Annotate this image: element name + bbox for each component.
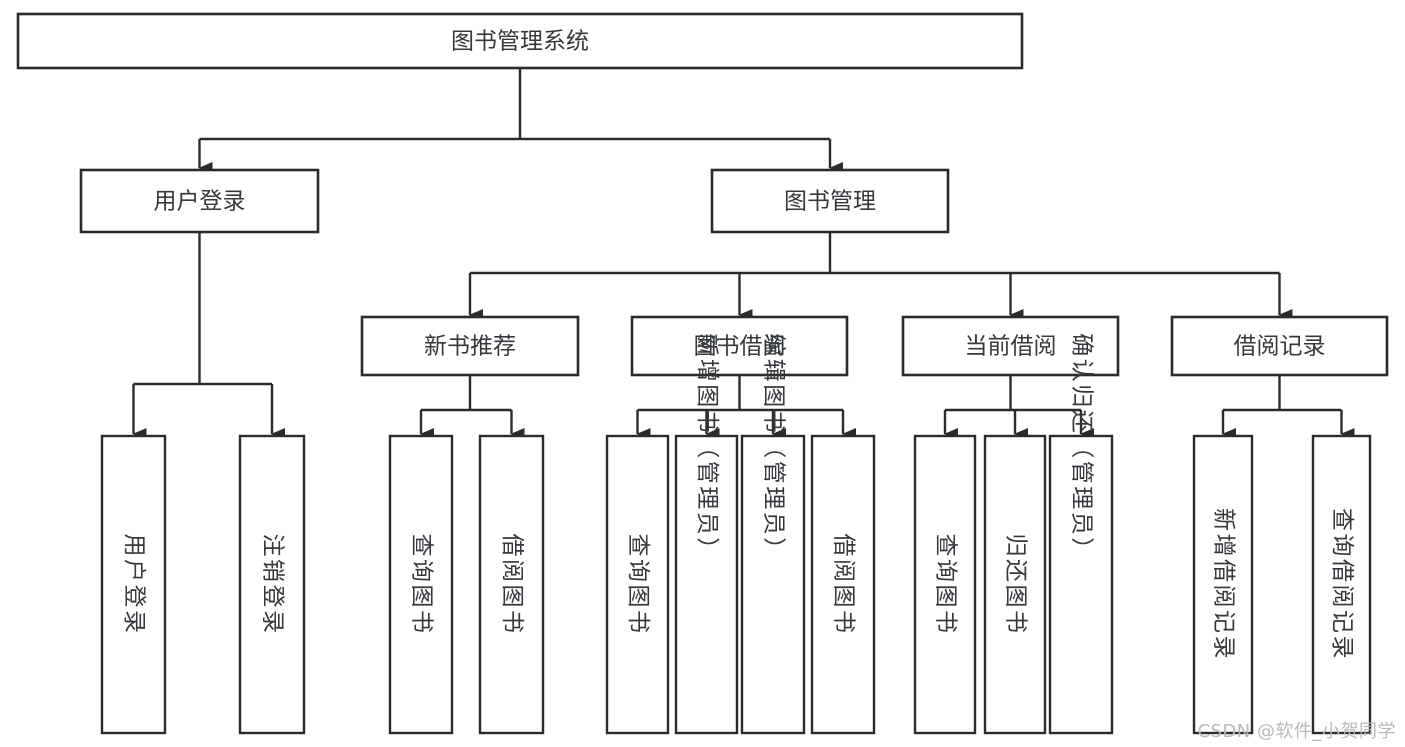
node-l3-图书借阅-rect[interactable] xyxy=(630,315,849,377)
node-leaf-11-新增借阅记录[interactable]: 新增借阅记录 xyxy=(1192,434,1254,735)
watermark-text: CSDN @软件_小贺同学 xyxy=(1197,721,1396,742)
node-leaf-9-归还图书-rect[interactable] xyxy=(983,434,1047,735)
node-leaf-4-查询图书-rect[interactable] xyxy=(605,434,670,735)
node-l3-图书借阅[interactable]: 图书借阅 xyxy=(630,315,849,377)
node-root-图书管理系统[interactable]: 图书管理系统 xyxy=(16,12,1024,70)
node-leaf-7-借阅图书[interactable]: 借阅图书 xyxy=(810,434,876,735)
node-leaf-9-归还图书-label: 归还图书 xyxy=(1003,534,1029,636)
node-leaf-7-借阅图书-rect[interactable] xyxy=(810,434,876,735)
node-l2-图书管理[interactable]: 图书管理 xyxy=(710,168,950,234)
node-leaf-3-借阅图书-label: 借阅图书 xyxy=(499,534,525,636)
node-leaf-4-查询图书-label: 查询图书 xyxy=(625,534,651,636)
node-leaf-8-查询图书-label: 查询图书 xyxy=(933,534,959,636)
node-leaf-2-查询图书-rect[interactable] xyxy=(388,434,454,735)
node-l3-借阅记录[interactable]: 借阅记录 xyxy=(1170,315,1389,377)
node-l3-当前借阅-label: 当前借阅 xyxy=(965,334,1057,360)
node-leaf-10-确认归还管理员[interactable]: 确认归还（管理员） xyxy=(1048,333,1114,735)
node-leaf-2-查询图书-label: 查询图书 xyxy=(409,534,435,636)
node-l3-新书推荐-label: 新书推荐 xyxy=(424,334,516,360)
node-leaf-11-新增借阅记录-rect[interactable] xyxy=(1192,434,1254,735)
node-l2-用户登录-label: 用户登录 xyxy=(154,189,246,215)
node-l3-当前借阅[interactable]: 当前借阅 xyxy=(901,315,1120,377)
node-root-图书管理系统-label: 图书管理系统 xyxy=(451,29,589,55)
node-leaf-10-确认归还管理员-rect[interactable] xyxy=(1048,434,1114,735)
node-leaf-1-注销登录-rect[interactable] xyxy=(238,434,306,735)
node-leaf-6-编辑图书管理员-label: 编辑图书（管理员） xyxy=(761,333,787,563)
node-leaf-9-归还图书[interactable]: 归还图书 xyxy=(983,434,1047,735)
node-leaf-2-查询图书[interactable]: 查询图书 xyxy=(388,434,454,735)
node-l3-新书推荐-rect[interactable] xyxy=(360,315,580,377)
node-leaf-6-编辑图书管理员[interactable]: 编辑图书（管理员） xyxy=(740,333,806,735)
node-leaf-5-新增图书管理员[interactable]: 新增图书（管理员） xyxy=(674,333,739,735)
node-l2-用户登录[interactable]: 用户登录 xyxy=(79,168,320,234)
node-l2-图书管理-rect[interactable] xyxy=(710,168,950,234)
node-leaf-10-确认归还管理员-label: 确认归还（管理员） xyxy=(1069,333,1095,563)
node-leaf-5-新增图书管理员-rect[interactable] xyxy=(674,434,739,735)
node-leaf-1-注销登录-label: 注销登录 xyxy=(260,534,286,636)
node-leaf-12-查询借阅记录-rect[interactable] xyxy=(1311,434,1372,735)
connector-edges xyxy=(132,68,1355,440)
node-leaf-11-新增借阅记录-label: 新增借阅记录 xyxy=(1211,508,1237,661)
node-leaf-4-查询图书[interactable]: 查询图书 xyxy=(605,434,670,735)
node-leaf-3-借阅图书-rect[interactable] xyxy=(478,434,545,735)
node-leaf-8-查询图书-rect[interactable] xyxy=(913,434,977,735)
node-leaf-3-借阅图书[interactable]: 借阅图书 xyxy=(478,434,545,735)
node-l2-用户登录-rect[interactable] xyxy=(79,168,320,234)
node-l3-借阅记录-label: 借阅记录 xyxy=(1234,334,1326,360)
node-leaf-0-用户登录-rect[interactable] xyxy=(100,434,167,735)
node-leaf-8-查询图书[interactable]: 查询图书 xyxy=(913,434,977,735)
node-leaf-0-用户登录[interactable]: 用户登录 xyxy=(100,434,167,735)
node-l3-借阅记录-rect[interactable] xyxy=(1170,315,1389,377)
node-l3-新书推荐[interactable]: 新书推荐 xyxy=(360,315,580,377)
node-l3-图书借阅-label: 图书借阅 xyxy=(694,334,786,360)
node-root-图书管理系统-rect[interactable] xyxy=(16,12,1024,70)
node-l2-图书管理-label: 图书管理 xyxy=(784,189,876,215)
node-leaf-12-查询借阅记录-label: 查询借阅记录 xyxy=(1329,508,1355,661)
node-leaf-5-新增图书管理员-label: 新增图书（管理员） xyxy=(694,333,720,563)
node-leaf-0-用户登录-label: 用户登录 xyxy=(121,534,147,636)
node-leaf-12-查询借阅记录[interactable]: 查询借阅记录 xyxy=(1311,434,1372,735)
node-leaf-6-编辑图书管理员-rect[interactable] xyxy=(740,434,806,735)
node-leaf-1-注销登录[interactable]: 注销登录 xyxy=(238,434,306,735)
nodes-layer: 图书管理系统用户登录图书管理新书推荐图书借阅当前借阅借阅记录用户登录注销登录查询… xyxy=(16,12,1389,735)
node-leaf-7-借阅图书-label: 借阅图书 xyxy=(831,534,857,636)
node-l3-当前借阅-rect[interactable] xyxy=(901,315,1120,377)
